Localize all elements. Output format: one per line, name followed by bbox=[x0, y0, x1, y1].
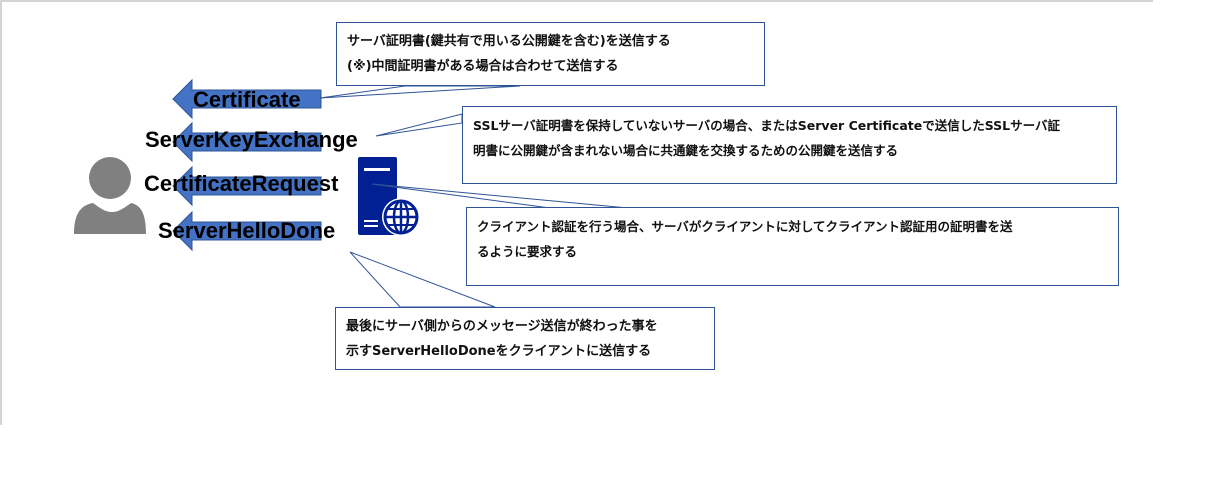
callout-pointers bbox=[319, 85, 629, 308]
callout-certificaterequest: クライアント認証を行う場合、サーバがクライアントに対してクライアント認証用の証明… bbox=[466, 207, 1119, 286]
callout-line: るように要求する bbox=[477, 244, 578, 259]
message-serverhellodone: ServerHelloDone bbox=[158, 218, 336, 243]
callout-line: 最後にサーバ側からのメッセージ送信が終わった事を bbox=[346, 319, 658, 334]
person-icon bbox=[74, 157, 146, 234]
message-certificate: Certificate bbox=[193, 87, 301, 112]
callout-serverhellodone: 最後にサーバ側からのメッセージ送信が終わった事を 示すServerHelloDo… bbox=[335, 307, 715, 370]
callout-line: 明書に公開鍵が含まれない場合に共通鍵を交換するための公開鍵を送信する bbox=[473, 143, 899, 158]
callout-certificate: サーバ証明書(鍵共有で用いる公開鍵を含む)を送信する (※)中間証明書がある場合… bbox=[336, 22, 765, 86]
message-serverkeyexchange: ServerKeyExchange bbox=[145, 127, 358, 152]
callout-line: SSLサーバ証明書を保持していないサーバの場合、またはServer Certif… bbox=[473, 118, 1060, 133]
callout-line: サーバ証明書(鍵共有で用いる公開鍵を含む)を送信する bbox=[347, 34, 671, 49]
diagram-frame bbox=[0, 0, 1153, 425]
arrow-serverkeyexchange-icon bbox=[172, 121, 322, 163]
callout-line: (※)中間証明書がある場合は合わせて送信する bbox=[347, 59, 619, 74]
server-globe-icon bbox=[358, 157, 420, 236]
callout-line: クライアント認証を行う場合、サーバがクライアントに対してクライアント認証用の証明… bbox=[477, 219, 1013, 234]
arrow-certificaterequest-icon bbox=[172, 165, 322, 207]
arrow-serverhellodone-icon bbox=[172, 210, 322, 252]
message-certificaterequest: CertificateRequest bbox=[144, 171, 339, 196]
arrow-certificate-icon bbox=[172, 78, 322, 120]
callout-serverkeyexchange: SSLサーバ証明書を保持していないサーバの場合、またはServer Certif… bbox=[462, 106, 1117, 184]
callout-line: 示すServerHelloDoneをクライアントに送信する bbox=[346, 344, 652, 359]
